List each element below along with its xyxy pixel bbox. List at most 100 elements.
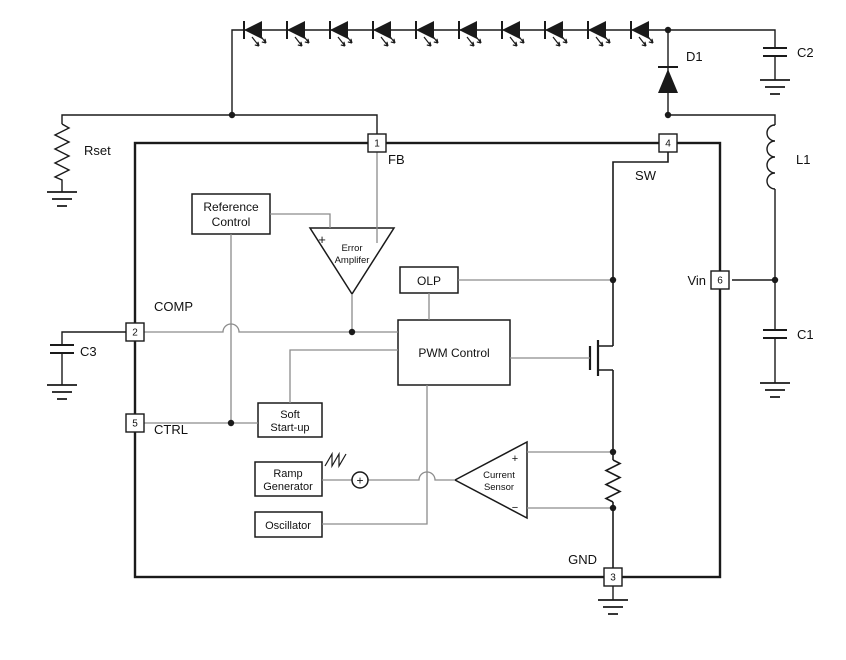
pin-3-number: 3: [610, 573, 616, 584]
d1-diode-icon: [658, 69, 678, 93]
junction-dot: [227, 419, 235, 427]
pin-4-number: 4: [665, 139, 671, 150]
current-sensor-minus-sign: −: [512, 502, 518, 514]
rset-resistor-icon: [53, 123, 71, 192]
mosfet-drain-source-stubs: [598, 345, 613, 371]
summing-node-plus-sign: +: [356, 474, 363, 488]
c3-capacitor-icon: [49, 344, 75, 354]
power-path: [588, 152, 669, 568]
junction-dot: [228, 111, 236, 119]
function-blocks: [191, 193, 528, 538]
led-icon-7: [501, 20, 525, 47]
junction-dot: [609, 448, 617, 456]
pin-6-box: [710, 270, 730, 290]
current-sensor-label-2: Sensor: [484, 482, 514, 493]
led-icon-5: [415, 20, 439, 47]
junction-dot: [664, 26, 672, 34]
sw-pin-label: SW: [635, 168, 657, 183]
pin-3-box: [603, 567, 623, 587]
pin-1-box: [367, 133, 387, 153]
led-icon-6: [458, 20, 482, 47]
current-sensor-plus-sign: +: [512, 453, 518, 465]
led-icon-3: [329, 20, 353, 47]
error-amp-label-1: Error: [341, 243, 362, 254]
c3-label: C3: [80, 344, 97, 359]
c2-ground-icon: [759, 79, 791, 95]
pin-4-box: [658, 133, 678, 153]
wire-rset-branch: [61, 114, 232, 124]
wire-fb-branch: [232, 114, 378, 134]
d1-label: D1: [686, 49, 703, 64]
ic-outline: [133, 141, 722, 579]
junction-dots: [227, 26, 779, 512]
summing-node: [351, 471, 369, 489]
led-icon-2: [286, 20, 310, 47]
ramp-generator-label-1: Ramp: [273, 468, 302, 480]
fb-pin-label: FB: [388, 152, 405, 167]
olp-label: OLP: [417, 274, 441, 288]
led-icon-8: [544, 20, 568, 47]
reference-control-label-2: Control: [212, 215, 251, 229]
wire-sw-to-l1: [668, 114, 776, 125]
junction-dot: [609, 504, 617, 512]
labels: 1 2 3 4 5 6 FB SW COMP CTRL Vin GND Rset…: [80, 45, 814, 584]
external-wires: [53, 29, 776, 600]
current-sensor-block: [453, 440, 528, 520]
wire-ref-to-erroramp: [270, 213, 331, 228]
led-icon-4: [372, 20, 396, 47]
wire-c3: [61, 331, 126, 385]
junction-dot: [771, 276, 779, 284]
wire-oscillator-to-pwm: [322, 385, 428, 525]
led-icon-9: [587, 20, 611, 47]
reference-control-block: [191, 193, 271, 235]
current-sensor-label-1: Current: [483, 470, 515, 481]
rset-ground-icon: [46, 191, 78, 207]
junction-dot: [609, 276, 617, 284]
c1-capacitor-icon: [762, 329, 788, 339]
olp-block: [399, 266, 459, 294]
pin-2-number: 2: [132, 328, 138, 339]
wire-summer-to-sensor: [368, 471, 455, 481]
sense-resistor-icon: [604, 459, 622, 503]
wire-led-rail: [231, 29, 776, 115]
c1-label: C1: [797, 327, 814, 342]
junction-dot: [664, 111, 672, 119]
c2-capacitor-icon: [762, 47, 788, 57]
soft-startup-label-1: Soft: [280, 409, 300, 421]
pwm-control-block: [397, 319, 511, 386]
comp-pin-label: COMP: [154, 299, 193, 314]
vin-pin-label: Vin: [687, 273, 706, 288]
led-icon-1: [243, 20, 267, 47]
rset-label: Rset: [84, 143, 111, 158]
wire-comp-line: [144, 323, 398, 333]
wire-sw-internal: [612, 152, 669, 346]
error-amp-plus-sign: +: [318, 232, 326, 247]
ctrl-pin-label: CTRL: [154, 422, 188, 437]
pin-1-number: 1: [374, 139, 380, 150]
error-amplifier-block: [308, 227, 396, 296]
ramp-generator-block: [254, 461, 323, 497]
c2-label: C2: [797, 45, 814, 60]
soft-startup-block: [257, 402, 323, 438]
pin-5-box: [125, 413, 145, 433]
ramp-generator-label-2: Generator: [263, 481, 313, 493]
reference-control-label-1: Reference: [203, 200, 259, 214]
led-icon-10: [630, 20, 654, 47]
junction-dot: [348, 328, 356, 336]
wire-softstart-to-pwm: [289, 349, 398, 403]
c3-ground-icon: [46, 384, 78, 400]
soft-startup-label-2: Start-up: [270, 422, 309, 434]
pin3-ground-icon: [597, 599, 629, 615]
sawtooth-waveform-icon: [324, 451, 347, 469]
internal-wires: [144, 152, 613, 525]
pin-6-number: 6: [717, 276, 723, 287]
pin-2-box: [125, 322, 145, 342]
pin-boxes: [125, 133, 730, 587]
l1-label: L1: [796, 152, 810, 167]
l1-inductor-icon: [766, 124, 776, 190]
error-amp-label-2: Amplifer: [335, 255, 370, 266]
oscillator-label: Oscillator: [265, 520, 311, 532]
pin-5-number: 5: [132, 419, 138, 430]
